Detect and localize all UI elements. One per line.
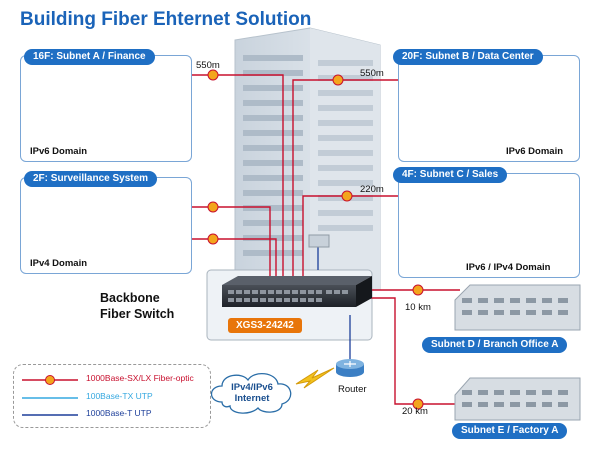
internet-cloud-icon	[210, 373, 292, 414]
legend-label-1000base-t: 1000Base-T UTP	[86, 408, 152, 418]
subnet-c-box	[398, 173, 580, 278]
surveillance-tag: 2F: Surveillance System	[24, 171, 158, 187]
fiber-connector-markers	[207, 69, 424, 410]
router-label: Router	[338, 384, 367, 395]
backbone-label: Backbone Fiber Switch	[100, 290, 174, 322]
legend-item-100base-tx: 100Base-TX UTP	[14, 391, 210, 405]
distance-subnet-e: 20 km	[402, 406, 428, 417]
internet-label-line1: IPv4/IPv6	[231, 382, 273, 393]
subnet-b-tag: 20F: Subnet B / Data Center	[393, 49, 543, 65]
backbone-label-line1: Backbone	[100, 291, 160, 305]
subnet-a-tag: 16F: Subnet A / Finance	[24, 49, 155, 65]
monitor-icon	[308, 234, 330, 248]
switch-model-badge: XGS3-24242	[228, 318, 302, 333]
subnet-c-domain: IPv6 / IPv4 Domain	[466, 262, 551, 273]
backbone-switch-icon	[222, 276, 372, 307]
distance-subnet-c: 220m	[360, 184, 384, 195]
subnet-a-box	[20, 55, 192, 162]
router-icon	[336, 359, 364, 377]
internet-label: IPv4/IPv6 Internet	[214, 382, 290, 404]
factory-building	[454, 377, 581, 421]
surveillance-domain: IPv4 Domain	[30, 258, 88, 269]
legend-item-fiber: 1000Base-SX/LX Fiber-optic	[14, 373, 210, 387]
legend-label-fiber: 1000Base-SX/LX Fiber-optic	[86, 373, 194, 383]
surveillance-box	[20, 177, 192, 274]
distance-subnet-b: 550m	[360, 68, 384, 79]
camera-ip-badge: IP	[55, 239, 62, 246]
subnet-b-domain: IPv6 Domain	[506, 146, 564, 157]
distance-subnet-d: 10 km	[405, 302, 431, 313]
backbone-label-line2: Fiber Switch	[100, 307, 175, 321]
legend-label-100base-tx: 100Base-TX UTP	[86, 391, 153, 401]
legend-item-1000base-t: 1000Base-T UTP	[14, 408, 210, 422]
site-e-tag: Subnet E / Factory A	[452, 423, 568, 439]
office-building	[234, 27, 381, 291]
page-title: Building Fiber Ehternet Solution	[20, 9, 312, 30]
internet-label-line2: Internet	[234, 393, 270, 404]
distance-subnet-a: 550m	[196, 60, 220, 71]
legend: 1000Base-SX/LX Fiber-optic 100Base-TX UT…	[13, 364, 211, 428]
subnet-a-domain: IPv6 Domain	[30, 146, 88, 157]
subnet-c-tag: 4F: Subnet C / Sales	[393, 167, 508, 183]
camera-ip-badge: IP	[55, 207, 62, 214]
site-d-tag: Subnet D / Branch Office A	[422, 337, 568, 353]
branch-office-building	[454, 284, 581, 331]
lightning-icon	[295, 367, 335, 389]
